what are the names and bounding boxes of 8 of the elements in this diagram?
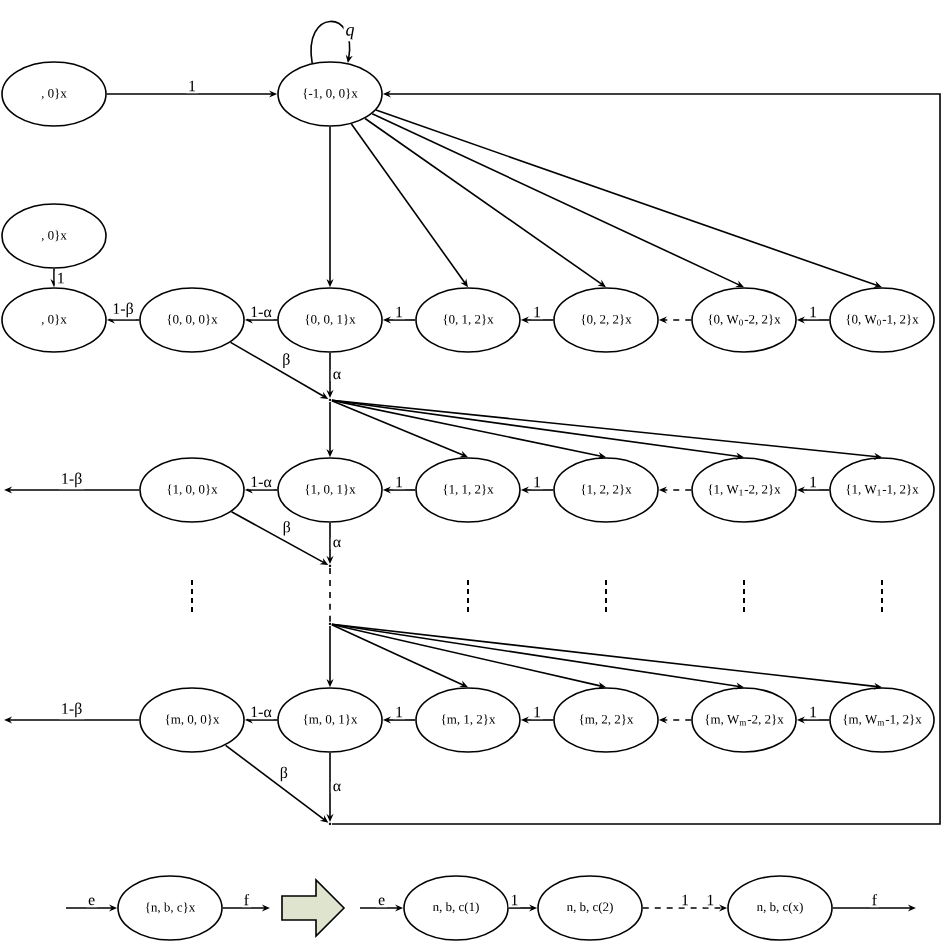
arrow — [375, 109, 882, 288]
arrow — [310, 20, 353, 64]
arrow — [331, 399, 468, 458]
edge-label: q — [343, 25, 357, 42]
block-arrow — [281, 878, 346, 938]
arrow — [371, 112, 744, 288]
arrow — [331, 624, 468, 688]
arrow — [331, 623, 606, 689]
